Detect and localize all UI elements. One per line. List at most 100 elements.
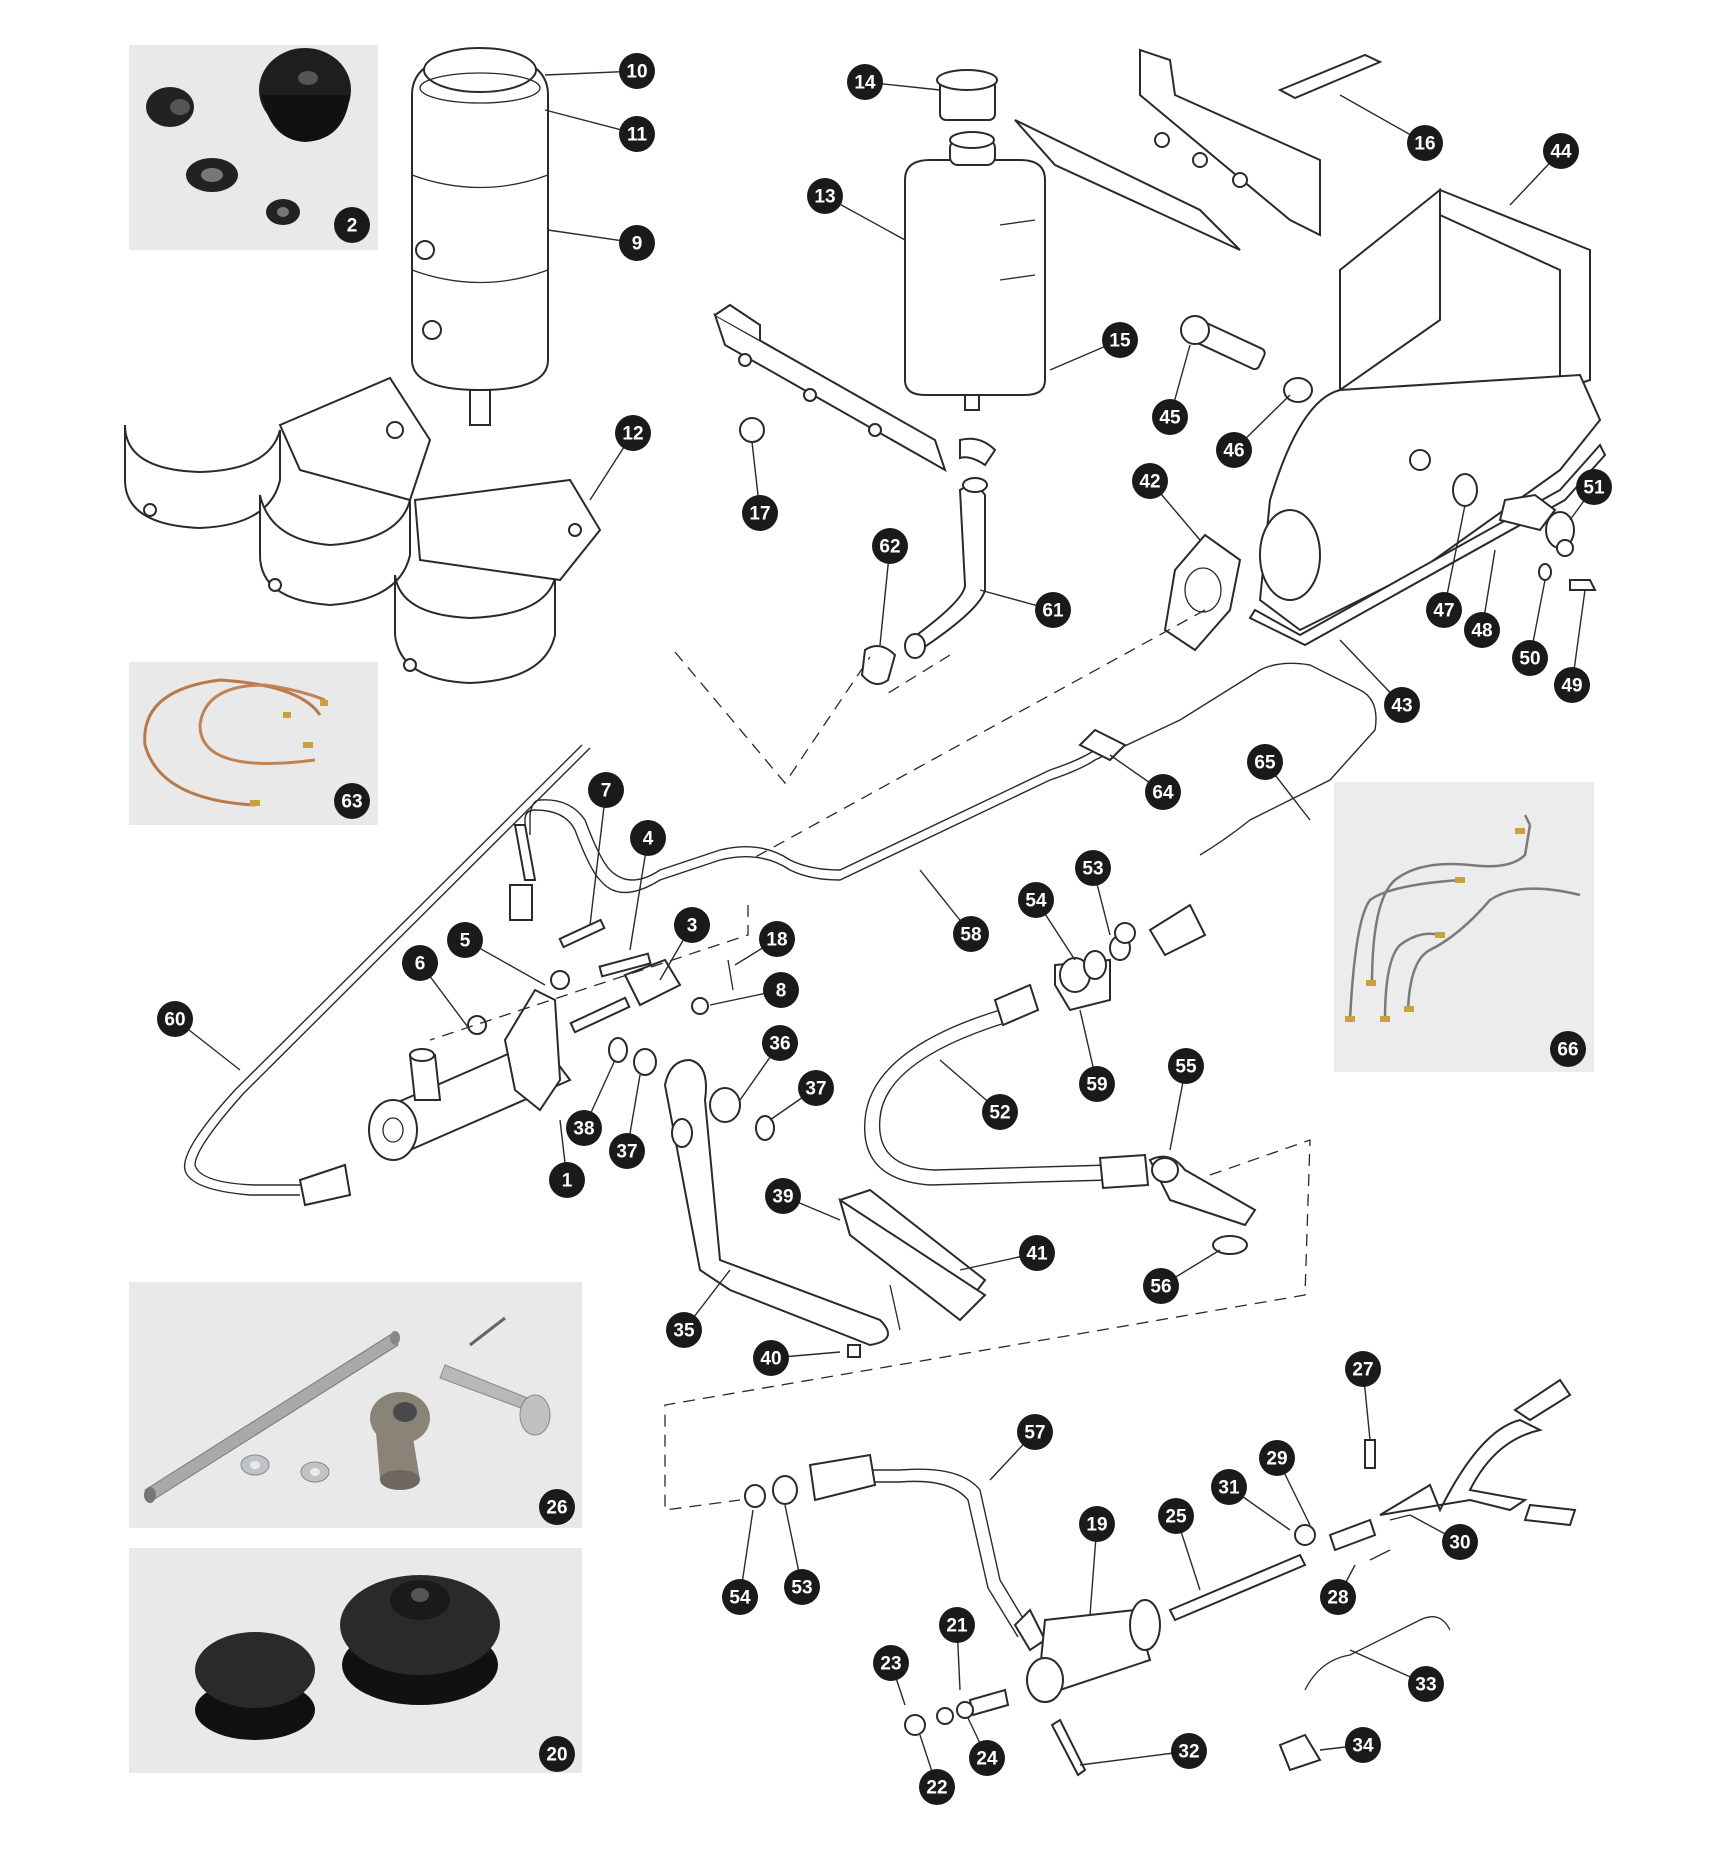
callout-circle: [742, 495, 778, 531]
callout-circle: [872, 528, 908, 564]
photo-panel-shaft-kit: [129, 1282, 582, 1528]
photo-panel-seal-kit: [129, 45, 378, 250]
callout-circle: [447, 922, 483, 958]
push-rod: [1168, 1378, 1577, 1772]
callout-57: 57: [989, 1414, 1053, 1481]
callout-number: 49: [1561, 676, 1582, 697]
fluid-reservoir: [411, 47, 549, 426]
callout-circle: [1512, 640, 1548, 676]
callout-number: 61: [1042, 601, 1064, 622]
callout-6: 6: [402, 945, 471, 1031]
callout-circle: [953, 916, 989, 952]
callout-number: 10: [626, 62, 647, 83]
callout-number: 53: [1082, 859, 1103, 880]
callout-62: 62: [872, 528, 908, 646]
callout-number: 2: [347, 216, 358, 237]
callout-10: 10: [544, 53, 655, 89]
housing-fasteners: [1498, 493, 1597, 591]
callout-number: 20: [546, 1745, 567, 1766]
callout-14: 14: [847, 64, 941, 100]
callout-circle: [1320, 1579, 1356, 1615]
callout-number: 37: [805, 1079, 826, 1100]
callout-circle: [1247, 744, 1283, 780]
pedal-housing: [1248, 187, 1607, 647]
callout-circle: [1543, 133, 1579, 169]
callout-circle: [674, 907, 710, 943]
callout-number: 21: [946, 1616, 968, 1637]
callout-number: 37: [616, 1142, 637, 1163]
callout-number: 47: [1433, 601, 1454, 622]
callout-number: 8: [776, 981, 787, 1002]
callout-12: 12: [589, 415, 651, 501]
leader-line: [629, 837, 649, 951]
callout-18: 18: [734, 921, 795, 966]
shaft-kit-photo: [144, 1316, 551, 1503]
callout-25: 25: [1158, 1498, 1201, 1591]
callout-56: 56: [1143, 1249, 1221, 1304]
leader-line: [1079, 1750, 1190, 1766]
pivot-bolt: [1180, 315, 1313, 403]
callout-circle: [539, 1489, 575, 1525]
callout-circle: [630, 820, 666, 856]
callout-22: 22: [919, 1734, 955, 1805]
callout-number: 28: [1327, 1588, 1348, 1609]
callout-53: 53: [784, 1504, 820, 1605]
callout-number: 9: [632, 234, 643, 255]
pedal-pad: [838, 1188, 987, 1358]
callout-number: 14: [854, 73, 876, 94]
callout-55: 55: [1168, 1048, 1204, 1151]
callout-circle: [1168, 1048, 1204, 1084]
callout-19: 19: [1079, 1506, 1115, 1616]
callout-circle: [1132, 463, 1168, 499]
callout-circle: [1384, 687, 1420, 723]
callout-number: 59: [1086, 1075, 1107, 1096]
callout-circle: [762, 1025, 798, 1061]
callout-24: 24: [967, 1717, 1005, 1776]
callout-circle: [1426, 592, 1462, 628]
copper-pipes-photo: [143, 678, 328, 807]
callout-number: 63: [341, 792, 362, 813]
photo-panel-pipe-set: [1334, 782, 1594, 1072]
callout-number: 41: [1026, 1244, 1048, 1265]
callout-circle: [1408, 1666, 1444, 1702]
pedal-washers: [608, 1037, 775, 1141]
callout-54: 54: [722, 1509, 758, 1615]
callout-number: 15: [1109, 331, 1131, 352]
callout-21: 21: [939, 1607, 975, 1691]
callout-59: 59: [1079, 1009, 1115, 1102]
callout-number: 33: [1415, 1675, 1436, 1696]
callout-53: 53: [1075, 850, 1111, 936]
callout-58: 58: [919, 869, 989, 952]
callout-50: 50: [1512, 579, 1548, 676]
callout-circle: [847, 64, 883, 100]
callout-circle: [619, 116, 655, 152]
tank-cap: [936, 69, 998, 121]
callout-circle: [334, 207, 370, 243]
callout-63: 63: [334, 783, 370, 819]
callout-circle: [1079, 1066, 1115, 1102]
callout-circle: [919, 1769, 955, 1805]
callout-layer: 1234567891011121314151617181920212223242…: [157, 53, 1612, 1805]
callout-27: 27: [1345, 1351, 1381, 1441]
callout-number: 13: [814, 187, 835, 208]
seal-kit-photo: [146, 48, 351, 225]
callout-2: 2: [334, 207, 370, 243]
callout-number: 6: [415, 954, 426, 975]
callout-48: 48: [1464, 549, 1500, 648]
callout-circle: [619, 225, 655, 261]
callout-number: 4: [643, 829, 654, 850]
nut: [739, 417, 765, 443]
callout-number: 3: [687, 916, 698, 937]
callout-number: 31: [1218, 1478, 1240, 1499]
callout-60: 60: [157, 1001, 241, 1071]
callout-circle: [402, 945, 438, 981]
callout-circle: [666, 1312, 702, 1348]
callout-17: 17: [742, 441, 778, 531]
callout-circle: [1152, 399, 1188, 435]
callout-64: 64: [1109, 754, 1181, 810]
flexible-hose: [864, 922, 1150, 1190]
master-cylinder: [368, 958, 682, 1161]
callout-40: 40: [753, 1340, 841, 1376]
callout-7: 7: [588, 772, 624, 926]
